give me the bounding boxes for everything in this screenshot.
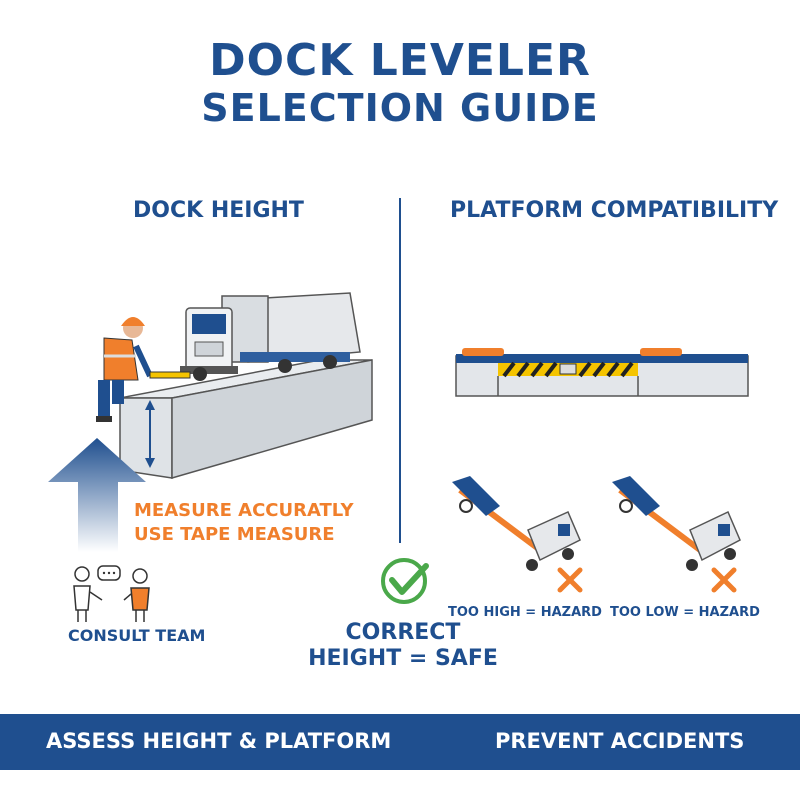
dock-leveler-platform bbox=[455, 348, 749, 397]
truck-icon bbox=[180, 292, 361, 381]
speech-bubble-icon bbox=[97, 565, 121, 581]
measure-note-line-2: USE TAPE MEASURE bbox=[134, 524, 335, 545]
height-dimension-arrow bbox=[145, 400, 155, 468]
too-high-ramp-illustration bbox=[452, 476, 581, 571]
measure-note-line-1: MEASURE ACCURATLY bbox=[134, 500, 354, 521]
check-icon bbox=[381, 558, 429, 604]
correct-height-line-2: HEIGHT = SAFE bbox=[308, 646, 498, 671]
section-divider bbox=[399, 198, 401, 543]
footer-right-text: PREVENT ACCIDENTS bbox=[495, 729, 745, 753]
x-mark-icon bbox=[711, 567, 737, 593]
platform-compatibility-heading: PLATFORM COMPATIBILITY bbox=[450, 198, 779, 223]
correct-height-line-1: CORRECT bbox=[345, 620, 461, 645]
worker-measuring bbox=[96, 317, 191, 422]
dock-height-heading: DOCK HEIGHT bbox=[133, 198, 304, 223]
up-arrow-icon bbox=[48, 438, 146, 552]
footer-left-text: ASSESS HEIGHT & PLATFORM bbox=[46, 729, 392, 753]
footer-banner bbox=[0, 714, 800, 770]
consult-team-icon bbox=[73, 565, 150, 622]
consult-team-label: CONSULT TEAM bbox=[68, 626, 206, 645]
loading-dock-block bbox=[119, 359, 373, 479]
too-low-ramp-illustration bbox=[612, 476, 741, 571]
page-title-line-2: SELECTION GUIDE bbox=[201, 86, 599, 130]
x-mark-icon bbox=[557, 567, 583, 593]
too-high-hazard-label: TOO HIGH = HAZARD bbox=[448, 605, 602, 620]
too-low-hazard-label: TOO LOW = HAZARD bbox=[610, 605, 760, 620]
page-title-line-1: DOCK LEVELER bbox=[209, 35, 591, 86]
